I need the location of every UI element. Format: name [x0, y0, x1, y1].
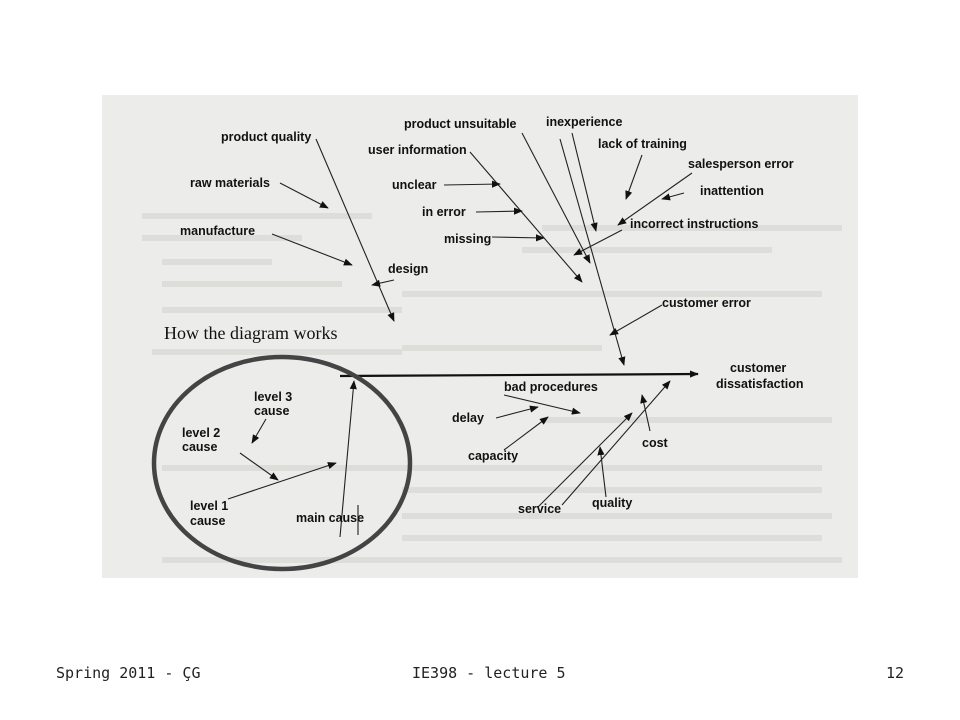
label-capacity: capacity — [468, 449, 518, 463]
arrow-customer-error — [609, 304, 663, 336]
label-unclear: unclear — [392, 178, 437, 192]
label-product-quality: product quality — [221, 130, 311, 144]
fishbone-spine — [339, 370, 699, 378]
label-incorrect-instructions: incorrect instructions — [630, 217, 759, 231]
fishbone-diagram: How the diagram works product quality ra… — [142, 115, 842, 572]
label-cost: cost — [642, 436, 669, 450]
label-salesperson-error: salesperson error — [688, 157, 794, 171]
label-effect-line1: customer — [730, 361, 786, 375]
legend-main-cause: main cause — [296, 511, 364, 525]
arrow-in-error — [475, 207, 523, 215]
arrow-lack-of-training — [625, 154, 643, 200]
label-inexperience: inexperience — [546, 115, 622, 129]
arrow-service — [537, 412, 633, 508]
label-user-information: user information — [368, 143, 467, 157]
legend-level3-line2: cause — [254, 404, 289, 418]
label-customer-error: customer error — [662, 296, 751, 310]
bone-user-information — [469, 151, 583, 283]
how-it-works-ellipse — [151, 354, 413, 572]
legend-level2-arrow — [239, 452, 279, 481]
label-bad-procedures: bad procedures — [504, 380, 598, 394]
arrow-inexperience — [571, 132, 598, 232]
arrow-unclear — [443, 180, 501, 188]
label-service: service — [518, 502, 561, 516]
footer-page-number: 12 — [886, 664, 905, 682]
label-manufacture: manufacture — [180, 224, 255, 238]
arrow-raw-materials — [279, 182, 329, 209]
legend-level1-arrow — [227, 462, 337, 500]
label-missing: missing — [444, 232, 491, 246]
footer-left: Spring 2011 - ÇG — [56, 664, 201, 682]
diagram-heading: How the diagram works — [164, 323, 337, 343]
label-raw-materials: raw materials — [190, 176, 270, 190]
arrow-manufacture — [271, 233, 353, 266]
background-text-texture — [142, 213, 842, 563]
legend-level1-line2: cause — [190, 514, 225, 528]
bone-customer-error — [559, 138, 626, 366]
arrow-incorrect-instructions — [573, 229, 623, 256]
arrow-capacity — [503, 416, 549, 451]
legend-level3-arrow — [251, 418, 267, 444]
label-design: design — [388, 262, 428, 276]
label-effect-line2: dissatisfaction — [716, 377, 804, 391]
legend-level2-line1: level 2 — [182, 426, 220, 440]
bone-bad-procedures — [503, 394, 581, 415]
legend-level2-line2: cause — [182, 440, 217, 454]
label-quality: quality — [592, 496, 632, 510]
arrow-salesperson-error — [617, 172, 693, 226]
scanned-figure: How the diagram works product quality ra… — [102, 95, 858, 578]
label-delay: delay — [452, 411, 484, 425]
legend-level1-line1: level 1 — [190, 499, 228, 513]
arrow-missing — [491, 234, 545, 242]
arrow-cost — [640, 394, 651, 432]
label-inattention: inattention — [700, 184, 764, 198]
legend-level3-line1: level 3 — [254, 390, 292, 404]
bone-lower-main — [561, 380, 671, 506]
label-product-unsuitable: product unsuitable — [404, 117, 517, 131]
arrow-quality — [597, 446, 607, 498]
label-in-error: in error — [422, 205, 466, 219]
footer-center: IE398 - lecture 5 — [412, 664, 566, 682]
legend-main-arrow — [339, 380, 357, 538]
label-lack-of-training: lack of training — [598, 137, 687, 151]
bone-product-quality — [315, 138, 395, 322]
bone-product-unsuitable — [521, 132, 591, 264]
arrow-design — [371, 279, 395, 287]
arrow-delay — [495, 405, 539, 419]
arrow-inattention — [661, 192, 685, 201]
